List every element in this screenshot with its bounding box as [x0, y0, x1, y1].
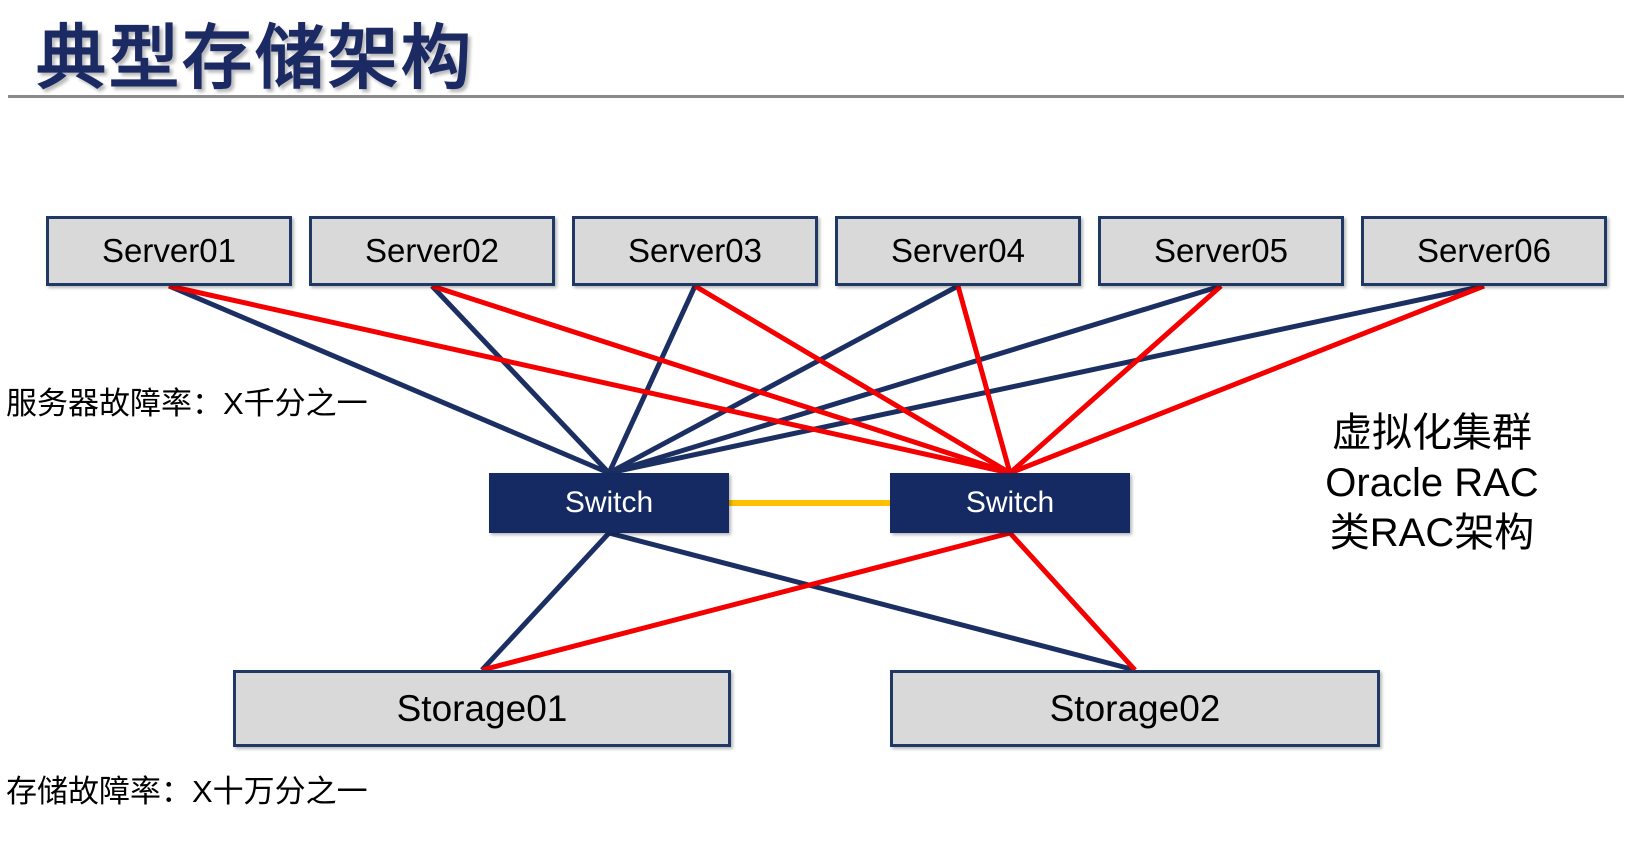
server04-label: Server04 [891, 232, 1025, 269]
server06-box: Server06 [1361, 216, 1607, 286]
edge-server02-to-switch-right [431, 283, 1011, 476]
title-divider-line [8, 95, 1624, 98]
edge-server01-to-switch-left [168, 283, 610, 476]
storage01-label: Storage01 [396, 687, 568, 729]
page-title: 典型存储架构 [36, 19, 474, 97]
edge-switch-left-to-storage02 [608, 530, 1136, 673]
switch-right-box: Switch [890, 473, 1130, 533]
edge-server04-to-switch-right [955, 285, 1013, 474]
server02-label: Server02 [365, 232, 499, 269]
cluster-note-line-1: 虚拟化集群 [1332, 411, 1532, 455]
server-failure-rate-label: 服务器故障率：X千分之一 [6, 386, 368, 421]
switch-right-label: Switch [965, 486, 1055, 519]
server04-box: Server04 [835, 216, 1081, 286]
switch-left-box: Switch [489, 473, 729, 533]
storage01-box: Storage01 [233, 670, 731, 747]
edge-switch-right-to-storage01 [481, 530, 1011, 673]
server02-box: Server02 [309, 216, 555, 286]
edge-server06-to-switch-right [1009, 283, 1485, 476]
edge-switch-right-to-storage02 [1008, 531, 1137, 672]
cluster-note-line-3: 类RAC架构 [1329, 511, 1535, 555]
edge-server06-to-switch-left [608, 283, 1485, 476]
server06-label: Server06 [1417, 232, 1551, 269]
server05-box: Server05 [1098, 216, 1344, 286]
edge-server01-to-switch-right [168, 283, 1011, 476]
edge-server05-to-switch-right [1008, 284, 1223, 475]
cluster-type-note: 虚拟化集群 Oracle RAC 类RAC架构 [1282, 408, 1582, 558]
server03-label: Server03 [628, 232, 762, 269]
edge-server04-to-switch-left [607, 283, 960, 476]
cluster-note-line-2: Oracle RAC [1325, 461, 1539, 505]
edge-server03-to-switch-right [693, 283, 1012, 476]
server05-label: Server05 [1154, 232, 1288, 269]
server01-box: Server01 [46, 216, 292, 286]
switch-left-label: Switch [564, 486, 654, 519]
storage02-label: Storage02 [1049, 687, 1221, 729]
edge-switch-left-to-storage01 [480, 531, 611, 672]
edge-server02-to-switch-left [430, 284, 611, 475]
storage02-box: Storage02 [890, 670, 1380, 747]
edge-server05-to-switch-left [608, 283, 1222, 476]
server03-box: Server03 [572, 216, 818, 286]
storage-failure-rate-label: 存储故障率：X十万分之一 [6, 774, 368, 809]
edge-server03-to-switch-left [606, 284, 698, 475]
server01-label: Server01 [102, 232, 236, 269]
